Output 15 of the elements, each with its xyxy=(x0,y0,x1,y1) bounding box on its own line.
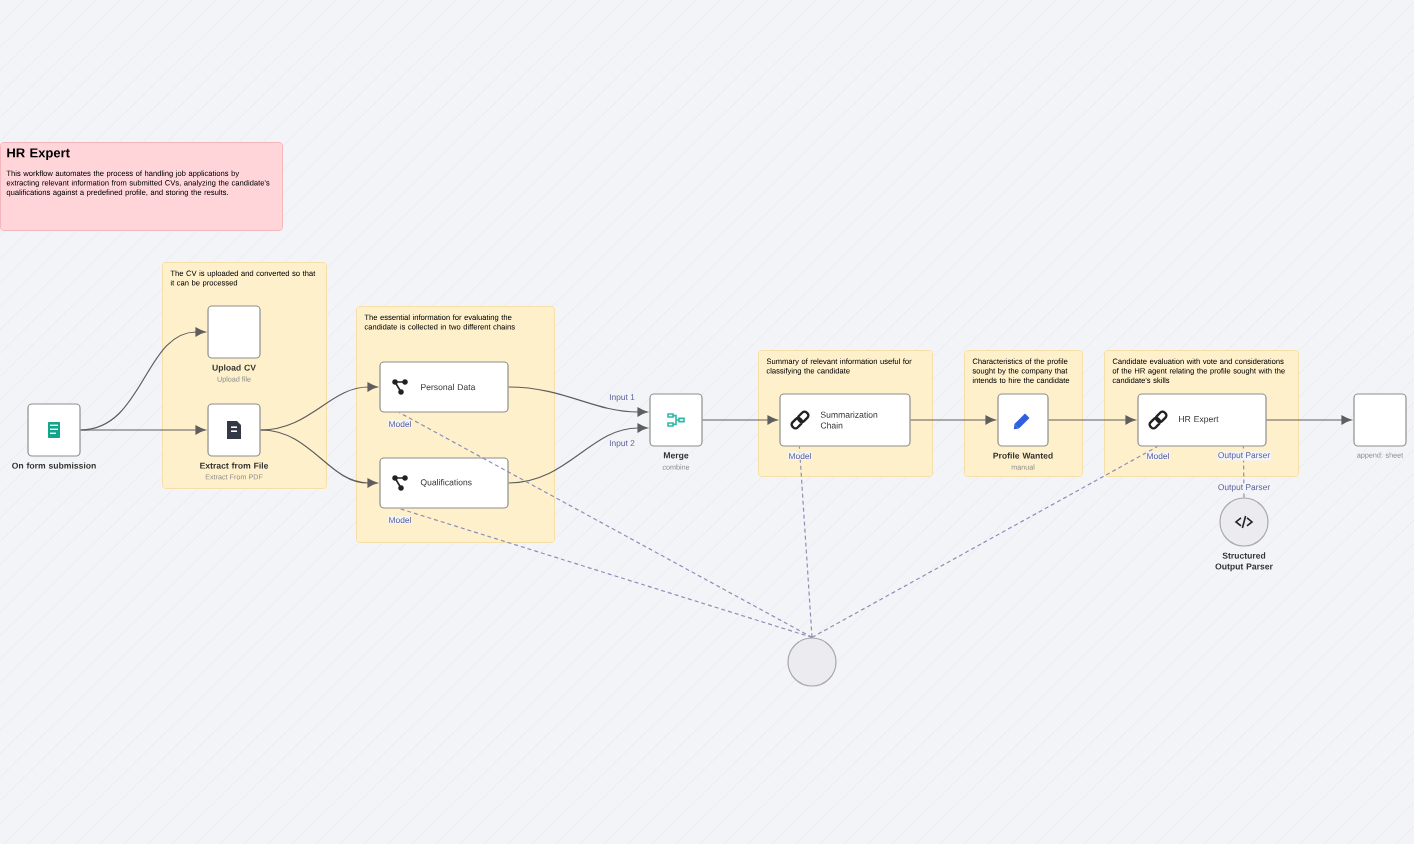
connector xyxy=(811,446,1158,638)
connector xyxy=(260,429,378,488)
connector xyxy=(798,446,813,638)
connector xyxy=(1266,415,1352,425)
connector xyxy=(508,423,648,484)
connector xyxy=(910,415,996,425)
connector xyxy=(398,411,813,638)
node-circle xyxy=(787,637,837,687)
connector xyxy=(1048,415,1136,425)
connector xyxy=(1242,446,1245,498)
connector xyxy=(702,415,778,425)
connector xyxy=(80,425,206,435)
connector xyxy=(398,508,813,638)
connector xyxy=(508,386,648,417)
connector xyxy=(260,382,378,431)
